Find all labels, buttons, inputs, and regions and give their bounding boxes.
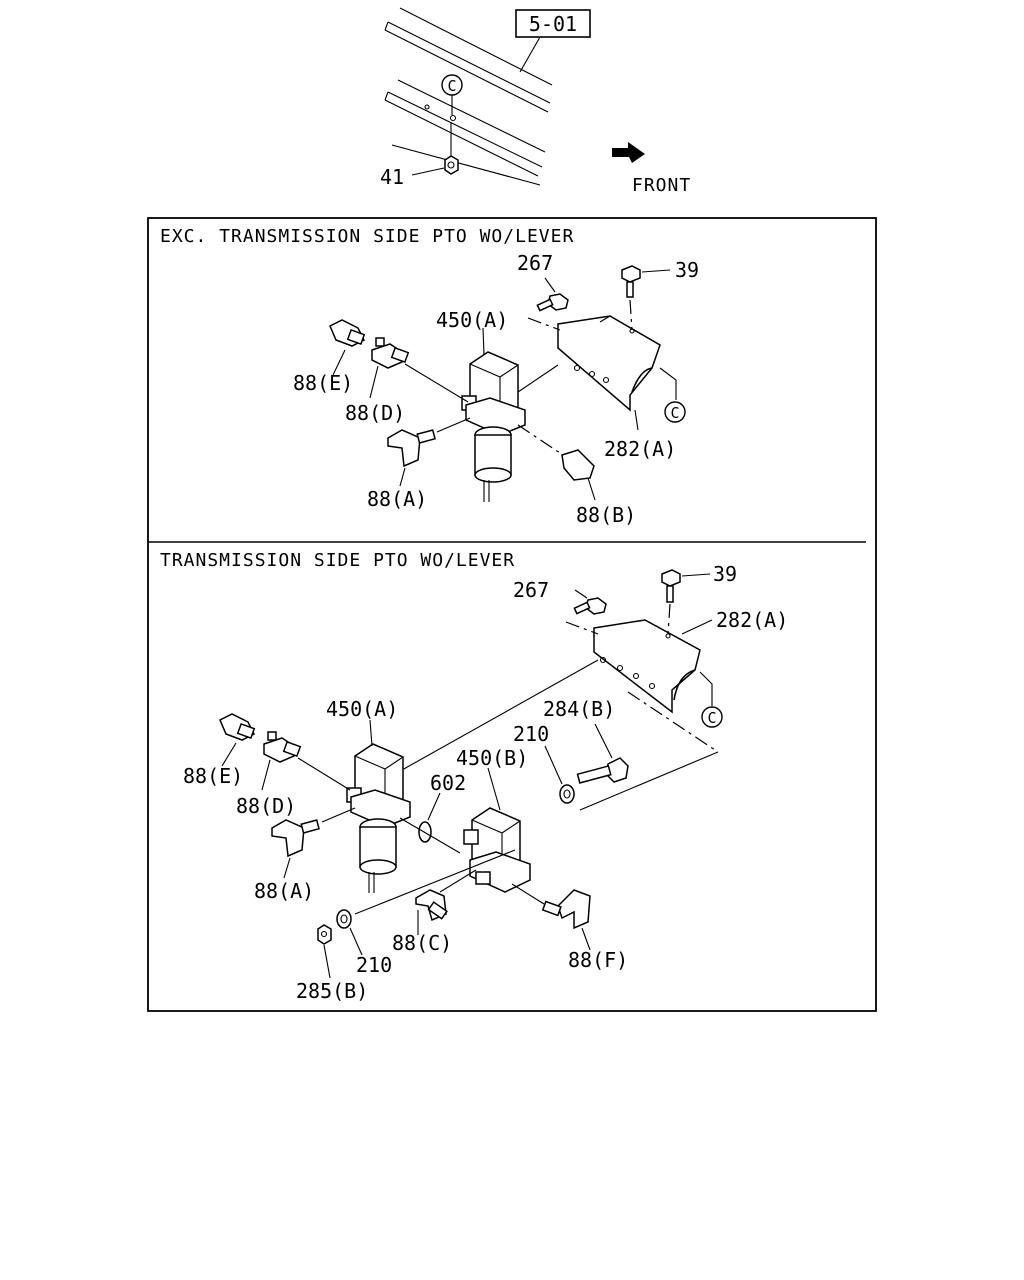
fitting-88b-top[interactable]: 88(B) [517,424,636,527]
fitting-88e-bottom[interactable]: 88(E) [183,713,256,788]
svg-text:210: 210 [356,953,392,977]
svg-text:284(B): 284(B) [543,697,615,721]
svg-text:39: 39 [675,258,699,282]
svg-text:C: C [447,77,456,95]
fitting-88c[interactable]: 88(C) [392,869,477,955]
svg-text:450(B): 450(B) [456,746,528,770]
ref-code-box[interactable]: 5-01 [515,9,591,73]
fitting-88a-bottom[interactable]: 88(A) [254,807,356,903]
svg-text:C: C [707,709,716,727]
valve-450a-bottom[interactable]: 450(A) [326,697,411,893]
oring-602[interactable]: 602 [418,771,466,843]
bracket-282a-top[interactable] [557,315,661,412]
connector-c-marker-section-top: C [659,367,686,423]
label-282a-top: 282(A) [604,409,676,461]
part-41-nut[interactable]: 41 [380,123,459,189]
svg-text:450(A): 450(A) [436,308,508,332]
bolt-39-top[interactable]: 39 [621,258,699,331]
svg-text:5-01: 5-01 [529,12,577,36]
svg-text:41: 41 [380,165,404,189]
connector-c-marker-top: C [441,74,463,115]
fitting-88f[interactable]: 88(F) [511,883,628,972]
svg-text:210: 210 [513,722,549,746]
svg-text:88(E): 88(E) [183,764,243,788]
fitting-88d-bottom[interactable]: 88(D) [236,731,351,818]
bolt-267-bottom[interactable]: 267 [513,578,607,635]
svg-text:39: 39 [713,562,737,586]
bracket-282a-bottom[interactable]: 282(A) [593,608,788,714]
washer-210-upper[interactable]: 210 [513,722,575,804]
fitting-88d-top[interactable]: 88(D) [345,337,469,425]
svg-text:267: 267 [513,578,549,602]
svg-text:88(D): 88(D) [236,794,296,818]
valve-450a-top[interactable]: 450(A) [436,308,526,502]
svg-text:267: 267 [517,251,553,275]
washer-210-lower[interactable]: 210 [336,909,392,977]
section-top-title: EXC. TRANSMISSION SIDE PTO WO/LEVER [160,226,574,247]
svg-text:88(B): 88(B) [576,503,636,527]
svg-text:88(F): 88(F) [568,948,628,972]
svg-text:C: C [670,404,679,422]
front-label: FRONT [632,175,691,196]
bolt-284b[interactable]: 284(B) [543,697,629,784]
frame-rail [384,7,553,186]
svg-text:88(E): 88(E) [293,371,353,395]
valve-450b[interactable]: 450(B) [456,746,531,893]
svg-text:88(A): 88(A) [254,879,314,903]
section-bottom-title: TRANSMISSION SIDE PTO WO/LEVER [160,550,515,571]
svg-text:88(D): 88(D) [345,401,405,425]
sections-frame [147,217,877,1012]
bolt-39-bottom[interactable]: 39 [661,562,737,635]
front-arrow-icon [612,142,645,163]
bolt-267-top[interactable]: 267 [517,251,569,331]
connector-c-marker-section-bottom: C [699,671,723,728]
fitting-88e-top[interactable]: 88(E) [293,319,366,395]
svg-text:88(C): 88(C) [392,931,452,955]
svg-text:285(B): 285(B) [296,979,368,1003]
svg-text:602: 602 [430,771,466,795]
svg-text:282(A): 282(A) [716,608,788,632]
svg-text:88(A): 88(A) [367,487,427,511]
svg-text:450(A): 450(A) [326,697,398,721]
nut-285b[interactable]: 285(B) [296,924,368,1003]
fitting-88a-top[interactable]: 88(A) [367,417,471,511]
svg-text:282(A): 282(A) [604,437,676,461]
